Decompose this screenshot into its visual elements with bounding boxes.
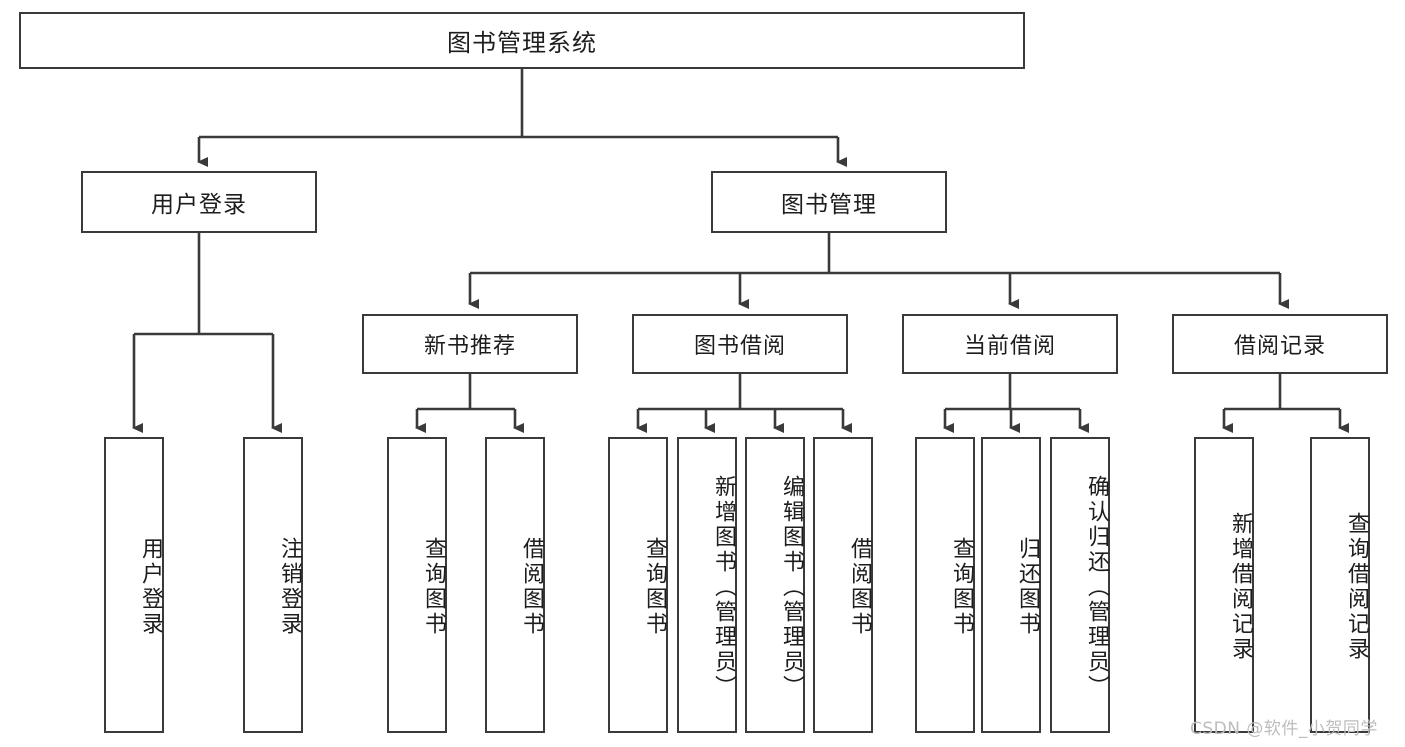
node-new-book-recommend-label: 新书推荐: [423, 334, 516, 359]
leaf-book-borrow-edit[interactable]: 编辑图书（管理员）: [745, 437, 805, 733]
node-root-label: 图书管理系统: [447, 29, 597, 57]
leaf-book-borrow-query-label: 查询图书: [642, 537, 667, 637]
leaf-current-borrow-return[interactable]: 归还图书: [981, 437, 1041, 733]
leaf-user-login-logout-label: 注销登录: [277, 537, 302, 637]
leaf-new-book-query-label: 查询图书: [421, 537, 446, 637]
node-current-borrow-label: 当前借阅: [963, 334, 1056, 359]
leaf-current-borrow-confirm-return[interactable]: 确认归还（管理员）: [1050, 437, 1110, 733]
node-book-borrow-label: 图书借阅: [693, 334, 786, 359]
leaf-current-borrow-query-label: 查询图书: [949, 537, 974, 637]
leaf-current-borrow-query[interactable]: 查询图书: [915, 437, 975, 733]
node-current-borrow[interactable]: 当前借阅: [902, 314, 1118, 374]
leaf-borrow-record-add-label: 新增借阅记录: [1228, 512, 1253, 662]
leaf-book-borrow-edit-label: 编辑图书（管理员）: [779, 474, 804, 700]
node-book-management[interactable]: 图书管理: [711, 171, 947, 233]
leaf-user-login-login[interactable]: 用户登录: [104, 437, 164, 733]
leaf-user-login-login-label: 用户登录: [138, 537, 163, 637]
node-new-book-recommend[interactable]: 新书推荐: [362, 314, 578, 374]
leaf-current-borrow-confirm-return-label: 确认归还（管理员）: [1084, 474, 1109, 700]
node-book-borrow[interactable]: 图书借阅: [632, 314, 848, 374]
leaf-borrow-record-add[interactable]: 新增借阅记录: [1194, 437, 1254, 733]
leaf-book-borrow-borrow[interactable]: 借阅图书: [813, 437, 873, 733]
leaf-new-book-query[interactable]: 查询图书: [387, 437, 447, 733]
leaf-user-login-logout[interactable]: 注销登录: [243, 437, 303, 733]
leaf-book-borrow-add[interactable]: 新增图书（管理员）: [677, 437, 737, 733]
watermark: CSDN @软件_小贺同学: [1190, 719, 1378, 739]
leaf-current-borrow-return-label: 归还图书: [1015, 537, 1040, 637]
node-book-management-label: 图书管理: [781, 192, 877, 218]
node-user-login-label: 用户登录: [151, 192, 247, 218]
leaf-book-borrow-query[interactable]: 查询图书: [608, 437, 668, 733]
leaf-new-book-borrow-label: 借阅图书: [519, 537, 544, 637]
node-user-login[interactable]: 用户登录: [81, 171, 317, 233]
leaf-book-borrow-add-label: 新增图书（管理员）: [711, 474, 736, 700]
leaf-book-borrow-borrow-label: 借阅图书: [847, 537, 872, 637]
node-borrow-record[interactable]: 借阅记录: [1172, 314, 1388, 374]
node-root[interactable]: 图书管理系统: [19, 12, 1025, 69]
leaf-borrow-record-query[interactable]: 查询借阅记录: [1310, 437, 1370, 733]
leaf-borrow-record-query-label: 查询借阅记录: [1344, 512, 1369, 662]
node-borrow-record-label: 借阅记录: [1233, 334, 1326, 359]
leaf-new-book-borrow[interactable]: 借阅图书: [485, 437, 545, 733]
